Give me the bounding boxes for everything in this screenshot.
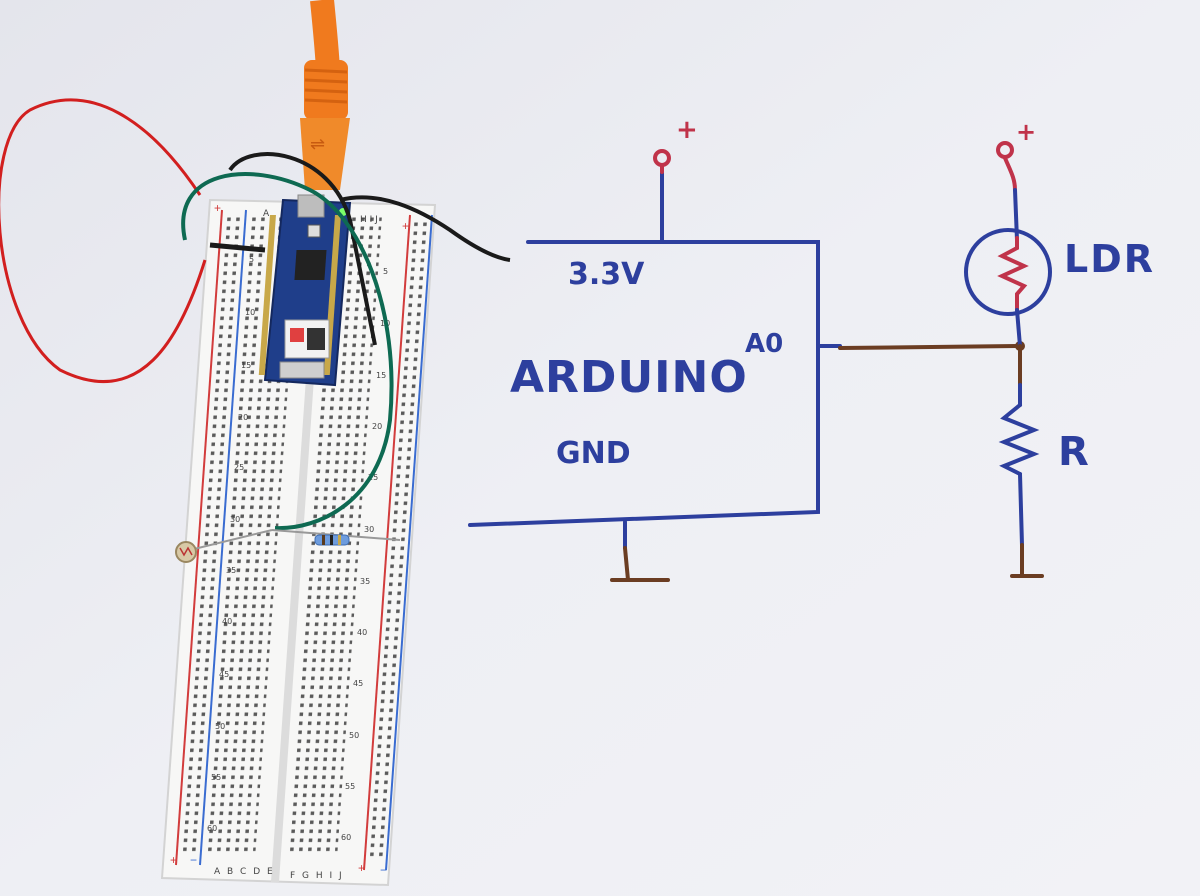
svg-text:45: 45	[219, 670, 229, 679]
svg-text:50: 50	[215, 722, 225, 731]
supply-plus-right: +	[1016, 118, 1036, 146]
green-wire	[181, 172, 394, 531]
resistor-component	[271, 529, 401, 546]
svg-text:50: 50	[349, 731, 359, 740]
black-wire-top	[228, 152, 377, 346]
supply-voltage-label: 3.3V	[568, 257, 645, 292]
arduino-box-outline	[468, 240, 820, 527]
rail-plus-bottom-left: +	[170, 853, 177, 867]
svg-text:55: 55	[345, 782, 355, 791]
rail-plus-top-left: +	[214, 201, 221, 215]
svg-text:15: 15	[376, 371, 386, 380]
schematic-drawing	[468, 141, 1052, 582]
row-numbers-left: 5 10 15 20 25 30 35 40 45 50 55 60	[207, 255, 255, 833]
svg-text:45: 45	[353, 679, 363, 688]
rail-plus-top-right: +	[402, 219, 409, 233]
ldr-label: LDR	[1064, 237, 1155, 281]
svg-text:15: 15	[241, 361, 251, 370]
arduino-nano-board	[258, 194, 352, 387]
ground-label: GND	[556, 436, 631, 471]
rail-minus-bottom-left: −	[190, 853, 197, 867]
svg-text:55: 55	[211, 773, 221, 782]
svg-text:30: 30	[230, 515, 240, 524]
resistor-label: R	[1058, 429, 1089, 475]
svg-text:10: 10	[245, 308, 255, 317]
breadboard-top-letters-right: H I J	[360, 215, 378, 225]
arduino-label: ARDUINO	[510, 352, 748, 403]
svg-text:5: 5	[249, 255, 254, 264]
svg-text:25: 25	[234, 463, 244, 472]
supply-terminal-icon	[653, 149, 671, 167]
breadboard-top-letters-left: A	[263, 209, 270, 219]
svg-text:30: 30	[364, 525, 374, 534]
usb-cable: ⇌	[300, 0, 350, 190]
svg-text:20: 20	[238, 413, 248, 422]
red-wire	[0, 98, 207, 384]
black-wire-gnd	[209, 242, 266, 253]
supply-plus-left: +	[676, 115, 698, 145]
svg-text:40: 40	[222, 617, 232, 626]
black-wire-right	[339, 195, 511, 262]
svg-text:60: 60	[207, 824, 217, 833]
svg-text:5: 5	[383, 267, 388, 276]
svg-text:20: 20	[372, 422, 382, 431]
ldr-component	[175, 529, 273, 563]
rail-minus-bottom-right: −	[380, 863, 387, 877]
breadboard-bottom-letters-left: A B C D E	[214, 867, 275, 877]
row-numbers-right: 5 10 15 20 25 30 35 40 45 50 55 60	[341, 267, 390, 842]
svg-text:35: 35	[360, 577, 370, 586]
svg-text:40: 40	[357, 628, 367, 637]
usb-symbol-icon: ⇌	[310, 134, 325, 154]
analog-pin-label: A0	[745, 329, 783, 359]
svg-text:60: 60	[341, 833, 351, 842]
ldr-symbol-icon	[964, 228, 1052, 316]
svg-text:35: 35	[226, 566, 236, 575]
resistor-symbol-icon	[998, 403, 1040, 476]
svg-text:25: 25	[368, 473, 378, 482]
rail-plus-bottom-right: +	[358, 861, 365, 875]
breadboard-bottom-letters-right: F G H I J	[290, 871, 344, 881]
